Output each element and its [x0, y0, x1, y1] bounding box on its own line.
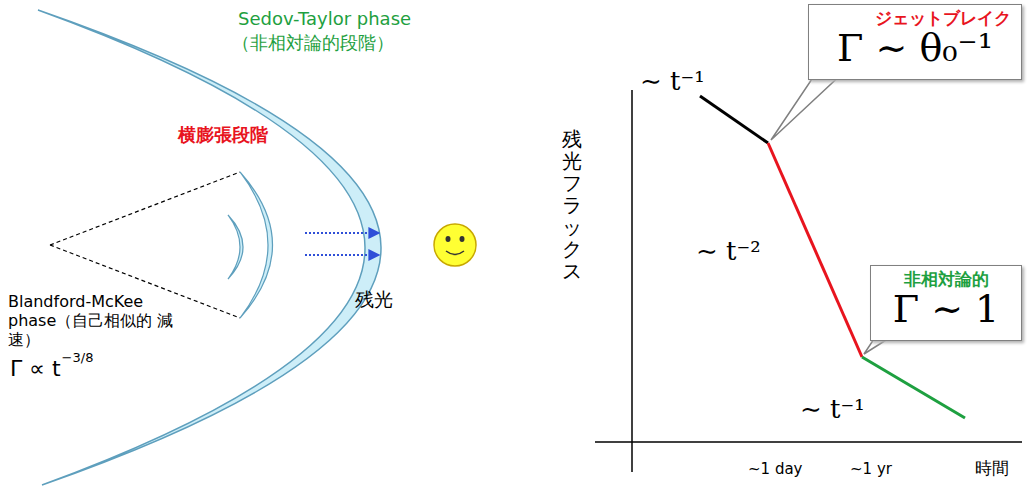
y-axis	[631, 90, 633, 472]
callout-heading: ジェットブレイク	[819, 9, 1011, 28]
axis-title: 時間	[975, 458, 1009, 478]
blandford-mckee-shell	[228, 215, 243, 279]
slope-label: ∼ t⁻¹	[640, 66, 705, 97]
curve-early	[700, 96, 768, 143]
observer-face	[434, 224, 476, 266]
slope-label: ∼ t⁻²	[696, 236, 761, 267]
callout-pointer	[771, 70, 846, 140]
tick-label: ~1 day	[748, 460, 802, 478]
callout-box: 非相対論的Γ ∼ 1	[870, 265, 1022, 341]
spreading-shell	[240, 172, 273, 318]
slope-label: ∼ t⁻¹	[800, 394, 865, 425]
light-arrow	[305, 254, 378, 256]
x-axis	[595, 441, 1022, 443]
axis-title: 残光フラックス	[562, 128, 582, 282]
curve-late	[862, 357, 965, 418]
callout-formula: Γ ∼ 1	[881, 289, 1011, 331]
phase-label: （非相対論的段階）	[232, 32, 394, 54]
lorentz-law: Γ ∝ t	[10, 356, 61, 382]
callout-box: ジェットブレイクΓ ∼ θ₀⁻¹	[808, 4, 1022, 80]
sedov-shell	[38, 10, 381, 485]
callout-formula: Γ ∼ θ₀⁻¹	[819, 28, 1011, 70]
callout-heading: 非相対論的	[881, 270, 1011, 289]
exponent: −3/8	[62, 350, 94, 366]
phase-label: 横膨張段階	[178, 124, 268, 146]
afterglow-label: 残光	[355, 288, 393, 311]
jet-edge	[50, 172, 240, 245]
tick-label: ~1 yr	[850, 460, 892, 478]
phase-label: Blandford-McKee phase（自己相似的 減速）	[8, 292, 176, 350]
light-arrow	[305, 232, 378, 234]
phase-label: Sedov-Taylor phase	[238, 8, 411, 30]
curve-jet	[768, 143, 862, 357]
